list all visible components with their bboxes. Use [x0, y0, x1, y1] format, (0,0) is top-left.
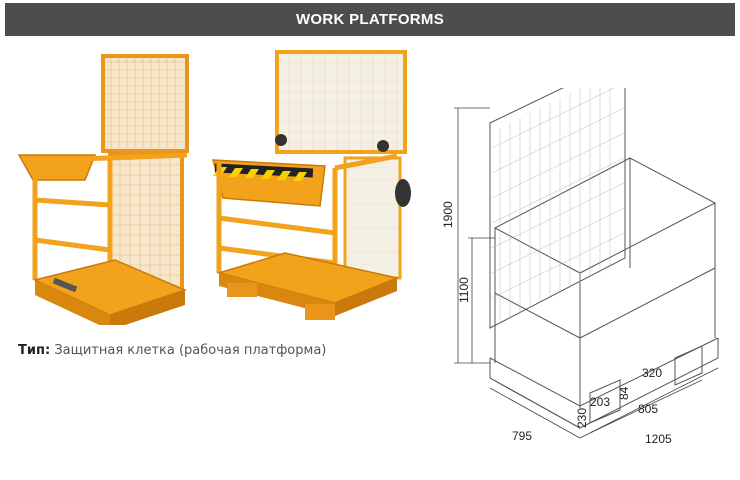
photo-cage-hazard-stripes [212, 50, 411, 320]
technical-drawing: 1900 1100 795 1205 805 320 203 84 230 [441, 88, 719, 446]
dim-height-total: 1900 [441, 201, 455, 228]
dim-base-height: 230 [575, 408, 589, 428]
dim-depth: 795 [512, 429, 532, 443]
photo-cage-raised-gate [17, 54, 189, 325]
section-banner: WORK PLATFORMS [5, 3, 735, 36]
dim-height-rail: 1100 [457, 277, 471, 303]
dim-fork-spacing: 805 [638, 402, 658, 416]
dim-width: 1205 [645, 432, 672, 446]
dim-fork-offset: 320 [642, 366, 662, 380]
dim-fork-width: 203 [590, 395, 610, 409]
caption-label: Тип: [18, 343, 51, 358]
caption-text: Защитная клетка (рабочая платформа) [54, 343, 327, 358]
banner-title: WORK PLATFORMS [295, 11, 445, 28]
caption: Тип: Защитная клетка (рабочая платформа) [18, 343, 326, 358]
dim-fork-height: 84 [617, 386, 631, 400]
